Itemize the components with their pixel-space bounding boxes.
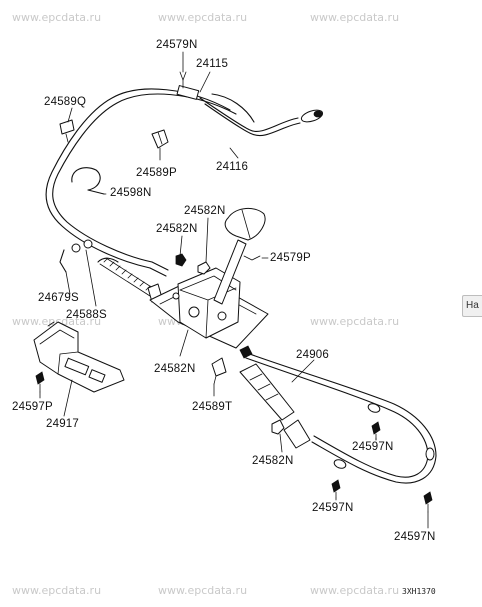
part-label-24589t: 24589T bbox=[192, 401, 233, 413]
clip-24597n bbox=[423, 491, 433, 513]
watermark-text: www.epcdata.ru bbox=[12, 584, 102, 597]
cable-end-24115 bbox=[176, 71, 324, 123]
shifter-assembly bbox=[149, 208, 269, 349]
watermark-text: www.epcdata.ru bbox=[12, 315, 102, 328]
watermark-text: www.epcdata.ru bbox=[310, 584, 400, 597]
boot-24588s bbox=[97, 257, 163, 303]
part-label-24597p: 24597P bbox=[12, 401, 53, 413]
clip-24597n bbox=[331, 479, 341, 499]
shift-cable bbox=[149, 261, 169, 277]
part-label-24906: 24906 bbox=[296, 349, 329, 361]
part-label-24579p: 24579P bbox=[270, 252, 311, 264]
side-tab[interactable]: Ha bbox=[462, 295, 482, 317]
part-label-24582n: 24582N bbox=[252, 455, 294, 467]
part-label-24679s: 24679S bbox=[38, 292, 79, 304]
pin-24679s bbox=[59, 239, 93, 273]
nut-24582n bbox=[271, 419, 285, 435]
lower-cable-24906 bbox=[239, 345, 437, 484]
part-label-24116: 24116 bbox=[216, 161, 249, 173]
part-label-24582n: 24582N bbox=[156, 223, 198, 235]
part-label-24598n: 24598N bbox=[110, 187, 152, 199]
part-label-24115: 24115 bbox=[196, 58, 229, 70]
diagram-code: 3XH1370 bbox=[402, 587, 436, 596]
part-label-24597n: 24597N bbox=[352, 441, 394, 453]
watermark-text: www.epcdata.ru bbox=[310, 315, 400, 328]
plate-24917 bbox=[33, 321, 125, 393]
upper-cable-24116 bbox=[45, 88, 301, 269]
part-label-24589q: 24589Q bbox=[44, 96, 87, 108]
clip-24597n bbox=[371, 421, 381, 441]
part-label-24917: 24917 bbox=[46, 418, 79, 430]
clip-24589p bbox=[151, 129, 169, 149]
part-label-24579n: 24579N bbox=[156, 39, 198, 51]
watermark-text: www.epcdata.ru bbox=[158, 584, 248, 597]
clip-24589t bbox=[211, 357, 227, 385]
watermark-text: www.epcdata.ru bbox=[310, 11, 400, 24]
part-label-24582n: 24582N bbox=[184, 205, 226, 217]
clip-24597p bbox=[35, 371, 45, 393]
part-label-24597n: 24597N bbox=[312, 502, 354, 514]
band-24598n bbox=[71, 167, 105, 195]
watermark-text: www.epcdata.ru bbox=[12, 11, 102, 24]
part-label-24589p: 24589P bbox=[136, 167, 177, 179]
leader-lines bbox=[39, 51, 429, 529]
part-label-24588s: 24588S bbox=[66, 309, 107, 321]
part-label-24597n: 24597N bbox=[394, 531, 436, 543]
part-label-24582n: 24582N bbox=[154, 363, 196, 375]
watermark-text: www.epcdata.ru bbox=[158, 11, 248, 24]
